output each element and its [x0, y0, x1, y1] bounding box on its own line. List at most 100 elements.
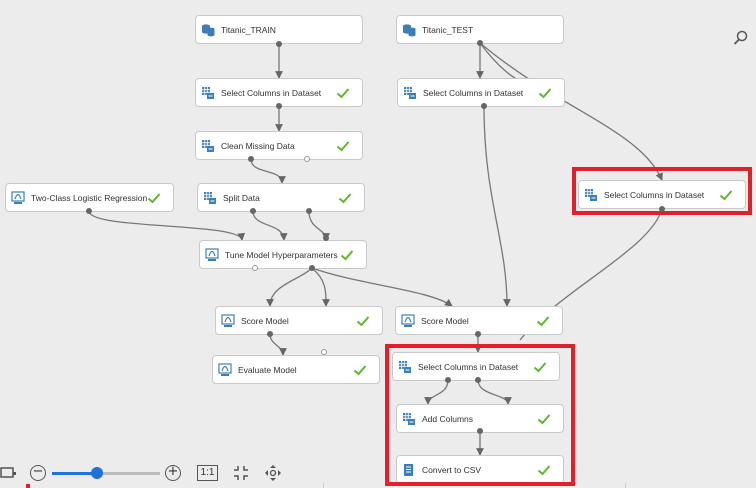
module-label: Score Model — [421, 315, 469, 326]
search-icon[interactable] — [733, 30, 749, 46]
divider — [625, 483, 626, 488]
module-sel-cols-bottom[interactable]: Select Columns in Dataset — [392, 352, 560, 381]
status-check-icon — [537, 464, 551, 476]
edge — [311, 267, 330, 307]
port[interactable] — [481, 103, 487, 109]
module-label: Select Columns in Dataset — [221, 87, 322, 98]
table-module-icon — [398, 360, 412, 374]
status-check-icon — [538, 87, 552, 99]
module-label: Add Columns — [422, 413, 474, 424]
model-icon — [221, 313, 235, 328]
table-module-icon — [203, 191, 217, 205]
port[interactable] — [477, 428, 483, 434]
csv-icon — [402, 463, 416, 477]
table-module-icon — [403, 86, 417, 100]
model-icon — [218, 362, 232, 377]
port[interactable] — [445, 377, 451, 383]
module-label: Evaluate Model — [238, 364, 297, 375]
port[interactable] — [252, 265, 258, 271]
status-check-icon — [340, 249, 354, 261]
module-sel-cols-test[interactable]: Select Columns in Dataset — [397, 78, 565, 107]
module-split-data[interactable]: Split Data — [197, 183, 365, 212]
dataset-icon — [402, 23, 416, 37]
status-check-icon — [336, 87, 350, 99]
port[interactable] — [321, 349, 327, 355]
module-tune-model[interactable]: Tune Model Hyperparameters — [199, 240, 367, 269]
minimap-icon[interactable] — [0, 464, 20, 480]
port[interactable] — [250, 208, 256, 214]
table-module-icon — [402, 412, 416, 426]
dataset-icon — [201, 23, 215, 37]
module-label: Tune Model Hyperparameters — [225, 249, 338, 260]
module-score-model-1[interactable]: Score Model — [215, 306, 383, 335]
edge — [250, 158, 286, 184]
port[interactable] — [248, 156, 254, 162]
port[interactable] — [477, 40, 483, 46]
module-clean-missing[interactable]: Clean Missing Data — [195, 131, 363, 160]
edge — [266, 267, 313, 307]
port[interactable] — [475, 331, 481, 337]
zoom-slider-fill — [52, 472, 98, 475]
zoom-slider[interactable] — [52, 467, 160, 479]
edge — [483, 105, 511, 307]
module-titanic-train[interactable]: Titanic_TRAIN — [195, 15, 363, 44]
status-check-icon — [338, 192, 352, 204]
port[interactable] — [323, 235, 329, 241]
module-label: Clean Missing Data — [221, 140, 295, 151]
zoom-slider-handle[interactable] — [91, 467, 104, 479]
module-convert-csv[interactable]: Convert to CSV — [396, 455, 564, 484]
module-sel-cols-train[interactable]: Select Columns in Dataset — [195, 78, 363, 107]
table-module-icon — [201, 86, 215, 100]
port[interactable] — [306, 208, 312, 214]
status-check-icon — [536, 315, 550, 327]
status-check-icon — [537, 413, 551, 425]
model-icon — [11, 190, 25, 205]
module-label: Convert to CSV — [422, 464, 482, 475]
module-label: Two-Class Logistic Regression — [31, 192, 147, 203]
module-evaluate-model[interactable]: Evaluate Model — [212, 355, 380, 384]
module-label: Select Columns in Dataset — [423, 87, 524, 98]
port[interactable] — [309, 265, 315, 271]
edge — [424, 379, 449, 405]
module-label: Titanic_TRAIN — [221, 24, 276, 35]
port[interactable] — [475, 377, 481, 383]
minimap-marker — [26, 484, 30, 488]
module-score-model-2[interactable]: Score Model — [395, 306, 563, 335]
port[interactable] — [276, 41, 282, 47]
status-check-icon — [353, 364, 367, 376]
edge — [311, 267, 453, 307]
module-two-class-lr[interactable]: Two-Class Logistic Regression — [5, 183, 174, 212]
edge — [477, 379, 512, 405]
port[interactable] — [304, 156, 310, 162]
port[interactable] — [659, 206, 665, 212]
edge — [252, 210, 288, 241]
module-label: Titanic_TEST — [422, 24, 474, 35]
status-check-icon — [533, 361, 547, 373]
status-check-icon — [719, 189, 733, 201]
zoom-in-button[interactable]: + — [165, 465, 181, 481]
actual-size-button[interactable]: 1:1 — [197, 465, 218, 481]
pan-icon[interactable] — [264, 464, 282, 482]
edge — [479, 42, 663, 181]
module-label: Split Data — [223, 192, 260, 203]
edge — [479, 42, 516, 79]
port[interactable] — [267, 331, 273, 337]
module-label: Score Model — [241, 315, 289, 326]
port[interactable] — [276, 103, 282, 109]
port[interactable] — [86, 208, 92, 214]
module-label: Select Columns in Dataset — [604, 189, 705, 200]
table-module-icon — [201, 139, 215, 153]
status-check-icon — [147, 192, 161, 204]
divider — [323, 483, 324, 488]
edge — [88, 210, 246, 241]
table-module-icon — [584, 188, 598, 202]
status-check-icon — [356, 315, 370, 327]
status-check-icon — [336, 140, 350, 152]
model-icon — [205, 247, 219, 262]
module-sel-cols-right[interactable]: Select Columns in Dataset — [578, 180, 746, 209]
zoom-out-button[interactable]: − — [30, 465, 46, 481]
model-icon — [401, 313, 415, 328]
edge — [269, 333, 287, 356]
fit-to-screen-icon[interactable] — [232, 464, 250, 482]
